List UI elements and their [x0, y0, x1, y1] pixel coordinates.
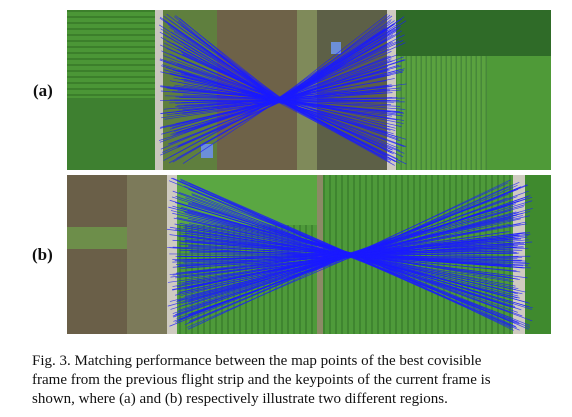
figure-panel-a [67, 10, 551, 170]
figure-caption: Fig. 3. Matching performance between the… [32, 352, 564, 409]
aerial-match-image-b [67, 175, 551, 334]
feature-match-lines-a [158, 13, 407, 166]
panel-label-a: (a) [33, 81, 53, 100]
hut-1-a [331, 42, 341, 54]
road-right-b [513, 175, 525, 334]
field-right-strip-a [487, 56, 551, 170]
match-line [180, 234, 523, 255]
bank-left-b [127, 175, 167, 334]
grass-left-b [67, 227, 127, 249]
match-line [165, 20, 398, 101]
match-line [175, 15, 400, 142]
caption-line-2: frame from the previous flight strip and… [32, 372, 491, 388]
match-line [186, 255, 516, 288]
field-left-lower-a [67, 98, 159, 170]
match-line [174, 34, 405, 101]
trees-a [396, 10, 551, 56]
road-left-b [167, 175, 177, 334]
road-right-a [387, 10, 396, 170]
road-left-a [155, 10, 163, 170]
match-line [160, 16, 405, 102]
feature-match-lines-b [166, 177, 533, 331]
match-line [176, 23, 395, 112]
match-line [184, 97, 398, 134]
hut-2-a [201, 144, 213, 158]
aerial-match-image-a [67, 10, 551, 170]
match-line [172, 246, 518, 314]
pond-left-b [67, 175, 127, 334]
figure-panel-b [67, 175, 551, 334]
match-line [176, 256, 517, 319]
panel-label-b: (b) [32, 245, 53, 264]
field-right-b [525, 175, 551, 334]
caption-line-3: shown, where (a) and (b) respectively il… [32, 391, 448, 407]
match-line [191, 252, 517, 327]
caption-line-1: Fig. 3. Matching performance between the… [32, 353, 482, 369]
match-line [170, 35, 404, 103]
